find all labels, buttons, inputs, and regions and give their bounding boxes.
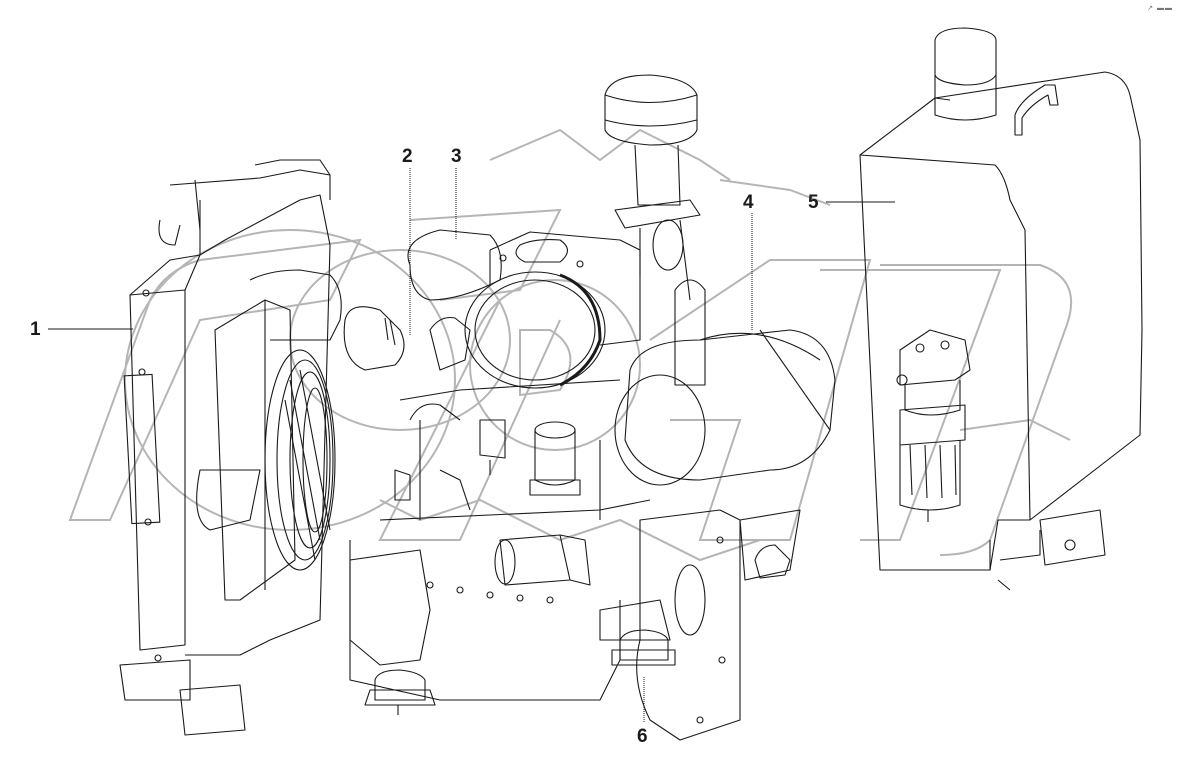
pre-cleaner-icon <box>604 74 701 301</box>
callout-5: 5 <box>808 192 819 213</box>
callout-2: 2 <box>402 146 413 167</box>
starter-motor-icon <box>494 534 591 586</box>
corner-mark-icon: ↗ ▬▬ <box>1147 5 1173 12</box>
fuel-filter-icon <box>896 329 971 522</box>
engine-mount-right-icon <box>599 599 676 666</box>
line-art <box>119 27 1143 741</box>
air-cleaner-icon <box>464 231 641 389</box>
callout-4: 4 <box>743 192 754 213</box>
fan-icon <box>264 349 336 571</box>
oil-filter-icon <box>529 421 581 496</box>
callout-3: 3 <box>451 146 462 167</box>
engine-mount-left-icon <box>349 549 436 715</box>
engine-block-icon <box>349 379 651 701</box>
fuel-tank-icon <box>859 27 1143 591</box>
fuel-pump-icon <box>394 403 506 511</box>
flywheel-housing-icon <box>636 509 741 741</box>
muffler-icon <box>614 279 836 486</box>
callout-6: 6 <box>637 726 648 747</box>
watermark <box>68 128 1073 562</box>
callout-1: 1 <box>30 319 41 340</box>
engine-mount-rear-icon <box>739 509 801 581</box>
radiator-icon <box>119 159 331 736</box>
callout-leaders <box>48 168 895 722</box>
